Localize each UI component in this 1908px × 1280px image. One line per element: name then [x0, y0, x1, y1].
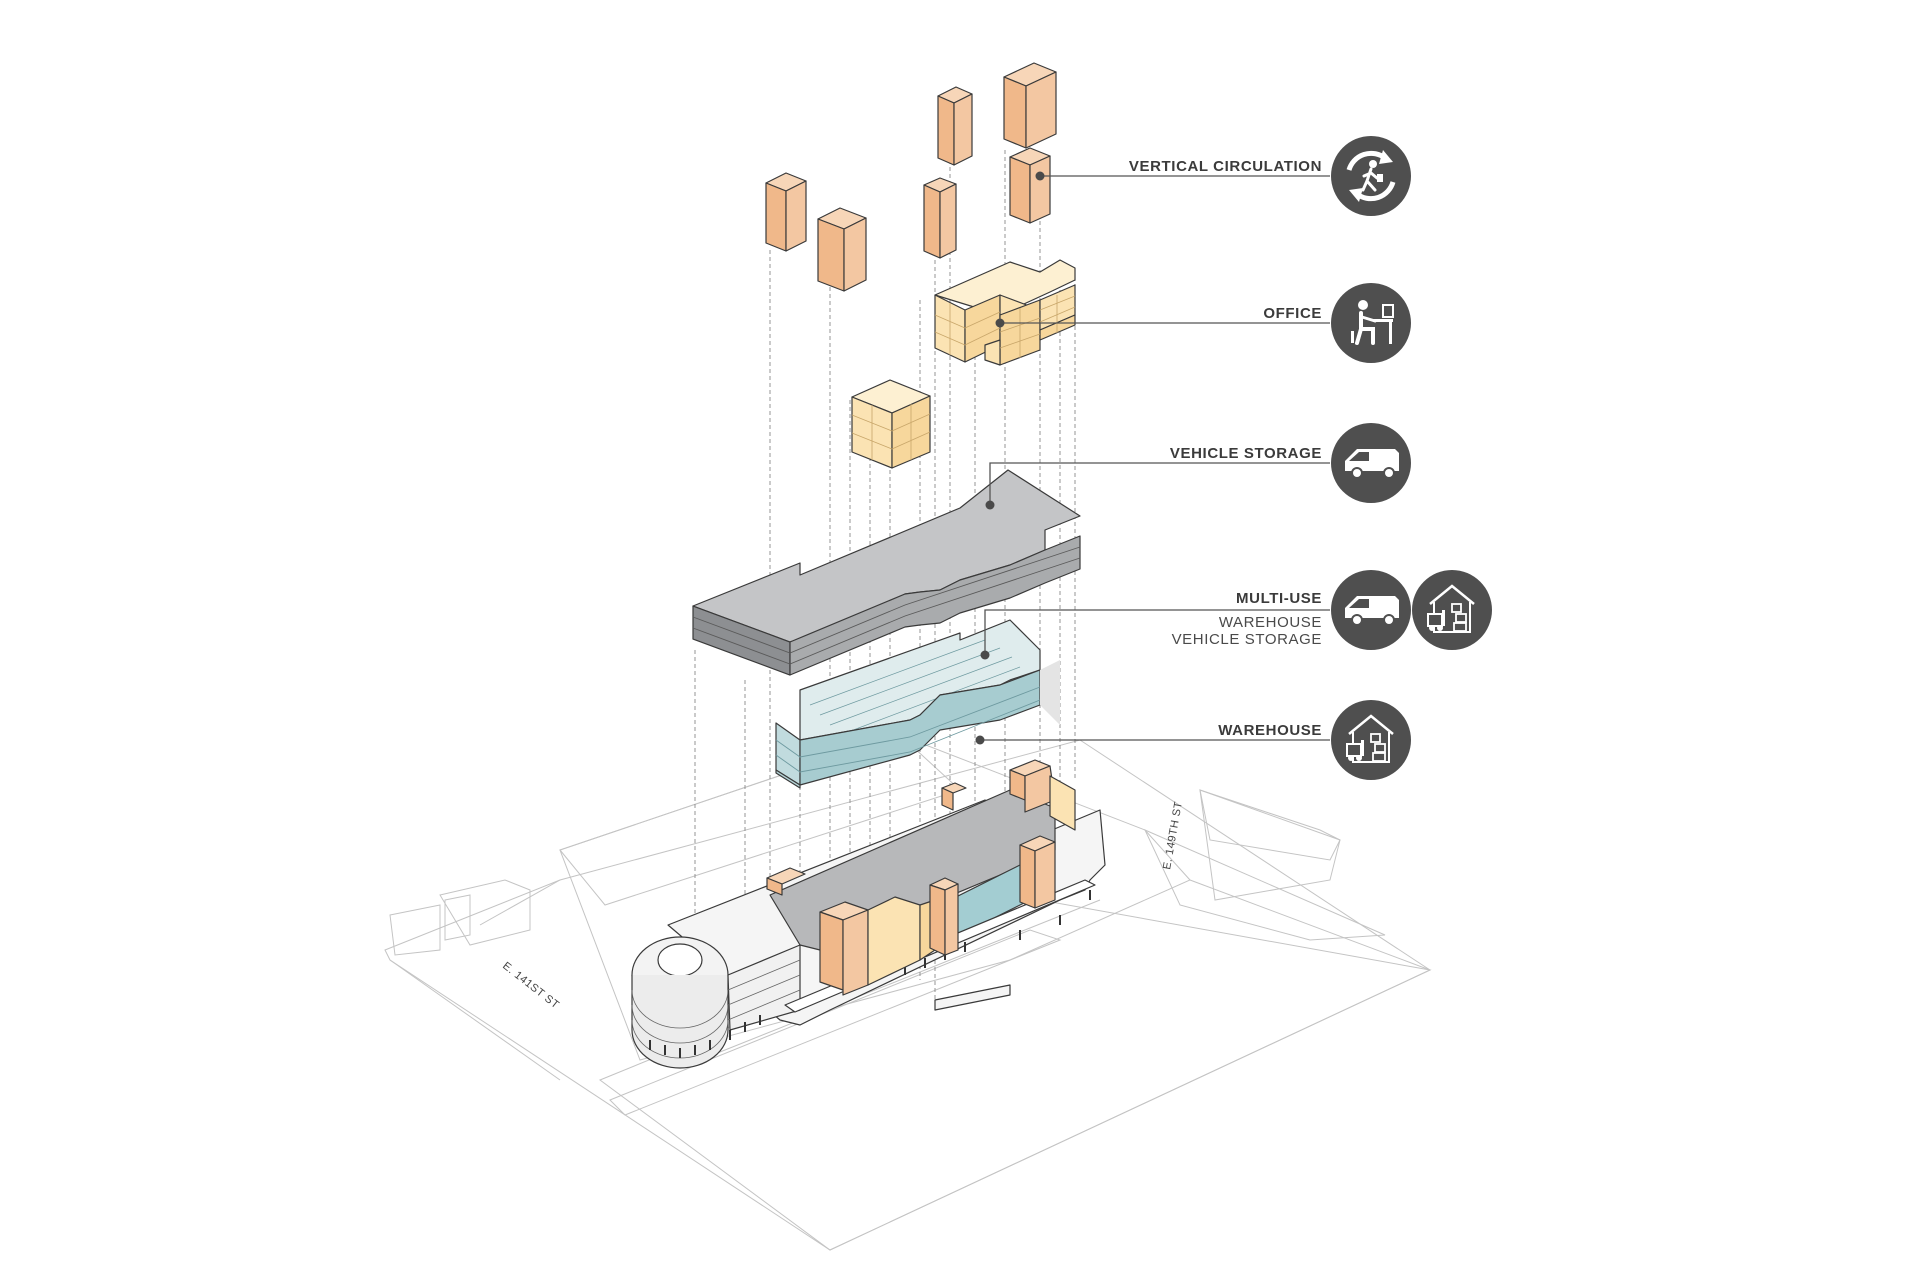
multi-use-slab	[775, 619, 1060, 786]
van-icon	[1331, 423, 1411, 503]
label-multi-use: MULTI-USE	[1236, 590, 1322, 607]
street-label-e149th: E. 149TH ST	[1161, 800, 1185, 870]
office-blocks	[851, 259, 1076, 469]
label-vertical-circulation: VERTICAL CIRCULATION	[1129, 158, 1322, 175]
van-icon	[1331, 570, 1411, 650]
person-at-desk-icon	[1331, 283, 1411, 363]
vertical-circulation-cores	[765, 62, 1057, 292]
vehicle-storage-slab	[692, 469, 1081, 676]
warehouse-forklift-icon	[1412, 570, 1492, 650]
label-vehicle-storage: VEHICLE STORAGE	[1170, 445, 1322, 462]
warehouse-forklift-icon	[1331, 700, 1411, 780]
label-multi-use-warehouse: WAREHOUSE	[1219, 614, 1322, 631]
label-warehouse: WAREHOUSE	[1218, 722, 1322, 739]
base-building	[631, 759, 1106, 1069]
warehouse-slab	[775, 769, 801, 789]
walking-person-cycle-icon	[1331, 136, 1411, 216]
street-label-e141st: E. 141ST ST	[500, 960, 561, 1011]
label-office: OFFICE	[1263, 305, 1322, 322]
label-multi-use-vehicle-storage: VEHICLE STORAGE	[1172, 631, 1322, 648]
leaders	[975, 171, 1330, 745]
